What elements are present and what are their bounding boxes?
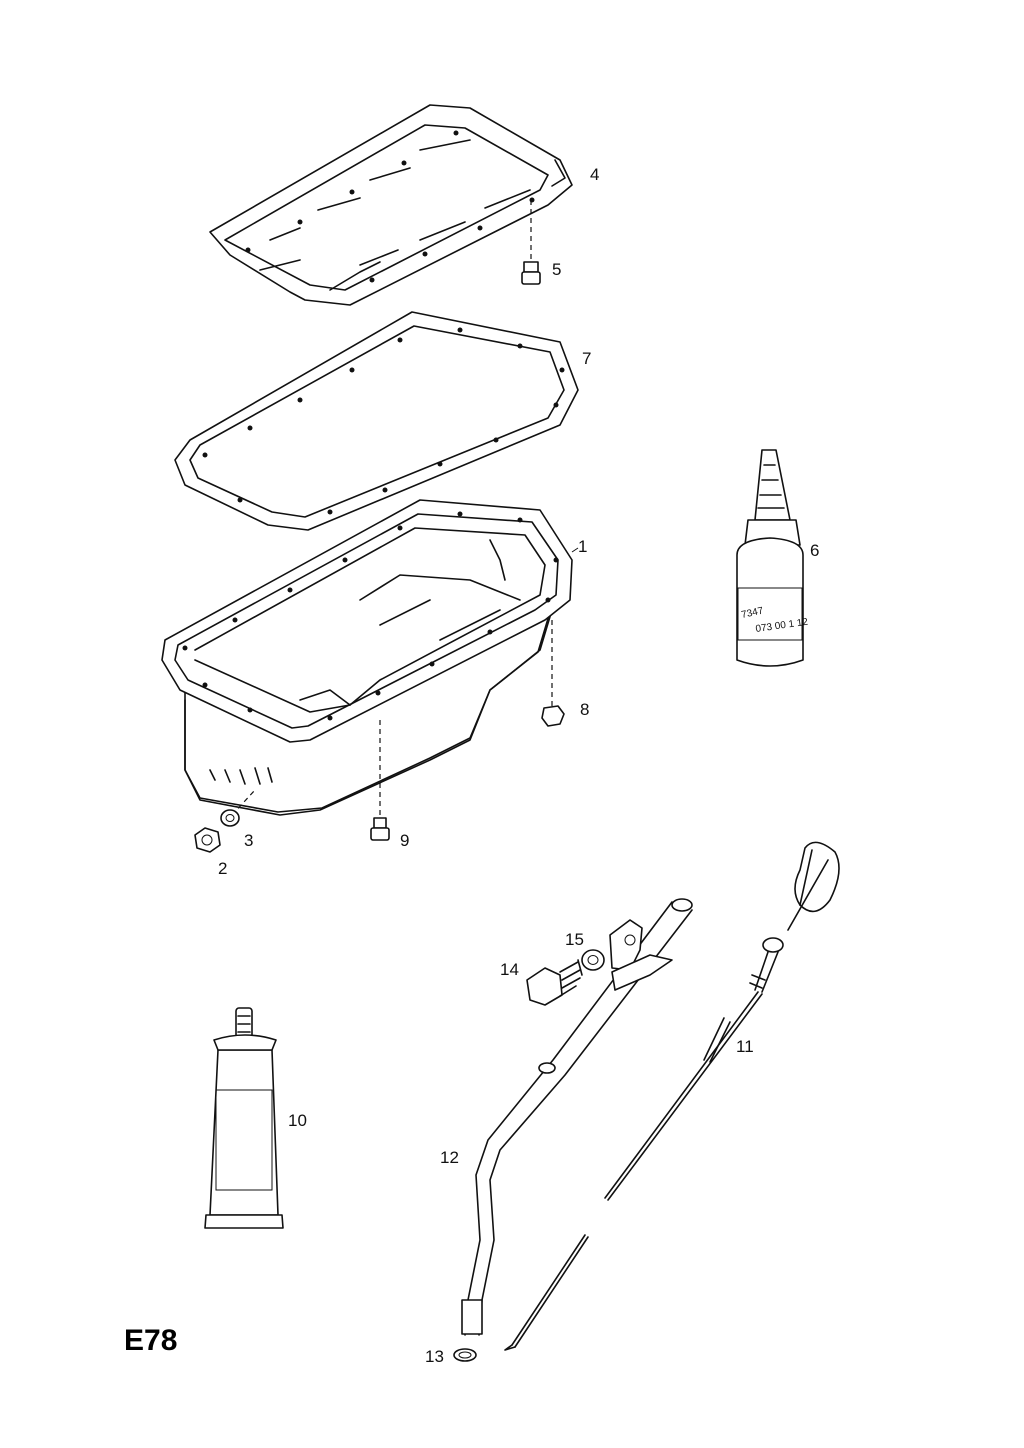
- callout-10: 10: [288, 1111, 307, 1130]
- oil-pan: [161, 499, 573, 816]
- callout-13: 13: [425, 1347, 444, 1366]
- callout-2: 2: [218, 859, 227, 878]
- sealant-bottle: 7347 073 00 1 12: [736, 449, 809, 667]
- dipstick-tube: [461, 898, 693, 1336]
- callout-7: 7: [582, 349, 591, 368]
- callout-14: 14: [500, 960, 519, 979]
- callout-11: 11: [736, 1037, 754, 1056]
- callout-12: 12: [440, 1148, 459, 1167]
- nut-8: [541, 620, 565, 727]
- callout-5: 5: [552, 260, 561, 279]
- bolt-14: [526, 959, 583, 1006]
- callout-8: 8: [580, 700, 589, 719]
- o-ring-13: [453, 1348, 477, 1362]
- leader-lines: [571, 547, 579, 553]
- washer-15: [581, 949, 605, 971]
- bolt-9: [370, 720, 390, 841]
- callout-15: 15: [565, 930, 584, 949]
- callout-1: 1: [578, 537, 587, 556]
- callout-6: 6: [810, 541, 819, 560]
- sealant-tube: [204, 1007, 284, 1229]
- callout-4: 4: [590, 165, 599, 184]
- baffle-plate: [209, 104, 573, 306]
- washer-3: [220, 789, 256, 827]
- drain-plug-2: [194, 827, 221, 853]
- callout-9: 9: [400, 831, 409, 850]
- callout-3: 3: [244, 831, 253, 850]
- callouts: 1 2 3 4 5 6 7 8 9 10 11 12 13 14 15: [218, 165, 819, 1366]
- bolt-5: [521, 200, 541, 285]
- oil-pan-gasket: [174, 311, 579, 531]
- dipstick: [504, 841, 840, 1351]
- bottle-label-code: 7347: [740, 605, 764, 620]
- diagram-code: E78: [124, 1324, 177, 1357]
